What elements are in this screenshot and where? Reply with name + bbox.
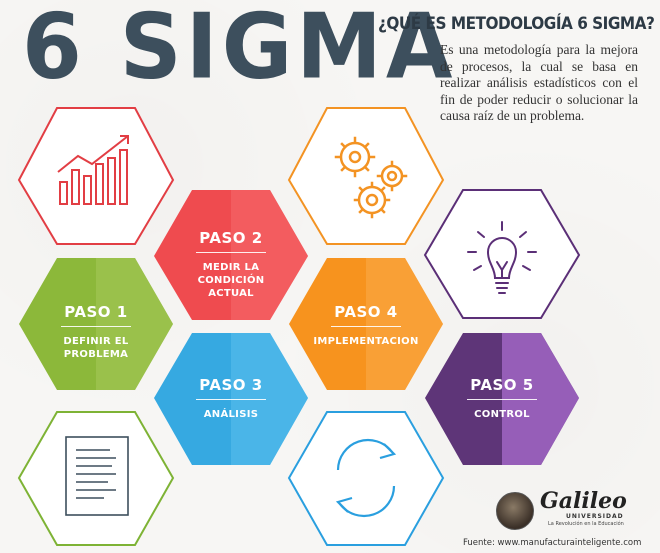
logo-name: Galileo bbox=[540, 488, 627, 514]
cycle-arrows-icon bbox=[335, 438, 397, 518]
step-3-divider bbox=[196, 399, 266, 400]
step-2-number: PASO 2 bbox=[199, 229, 263, 247]
source-credit: Fuente: www.manufacturainteligente.com bbox=[463, 538, 642, 548]
step-2: PASO 2 MEDIR LA CONDICIÓN ACTUAL bbox=[171, 229, 291, 300]
step-1-label: DEFINIR EL PROBLEMA bbox=[63, 336, 129, 360]
hex-outline-document bbox=[17, 411, 175, 546]
step-5-number: PASO 5 bbox=[470, 376, 534, 394]
lightbulb-icon bbox=[467, 221, 537, 294]
step-4: PASO 4 IMPLEMENTACION bbox=[311, 303, 421, 348]
description-text: Es una metodología para la mejora de pro… bbox=[440, 42, 638, 123]
hex-outline-cycle bbox=[287, 411, 445, 546]
step-1-number: PASO 1 bbox=[64, 303, 128, 321]
gears-icon bbox=[334, 136, 408, 219]
hex-outline-lightbulb bbox=[423, 189, 581, 319]
galileo-logo: Galileo UNIVERSIDAD La Revolución en la … bbox=[496, 488, 636, 532]
document-icon bbox=[65, 436, 129, 516]
question-heading: ¿QUÉ ES METODOLOGÍA 6 SIGMA? bbox=[378, 14, 655, 34]
step-4-label: IMPLEMENTACION bbox=[313, 336, 419, 347]
chart-growth-icon bbox=[57, 135, 129, 205]
step-1: PASO 1 DEFINIR EL PROBLEMA bbox=[46, 303, 146, 361]
step-hex-2 bbox=[154, 190, 308, 320]
step-1-divider bbox=[61, 326, 131, 327]
step-2-label: MEDIR LA CONDICIÓN ACTUAL bbox=[197, 262, 265, 299]
hex-outline-chart bbox=[17, 107, 175, 245]
step-hex-4 bbox=[289, 258, 443, 390]
step-4-divider bbox=[331, 326, 401, 327]
step-hex-1 bbox=[19, 258, 173, 390]
logo-portrait-icon bbox=[496, 492, 534, 530]
step-4-number: PASO 4 bbox=[334, 303, 398, 321]
step-2-divider bbox=[196, 252, 266, 253]
step-5: PASO 5 CONTROL bbox=[452, 376, 552, 421]
page-title: 6 SIGMA bbox=[22, 0, 457, 100]
step-3-label: ANÁLISIS bbox=[203, 409, 259, 420]
logo-tagline: La Revolución en la Educación bbox=[548, 521, 624, 527]
logo-subtitle: UNIVERSIDAD bbox=[566, 513, 624, 520]
step-3-number: PASO 3 bbox=[199, 376, 263, 394]
step-3: PASO 3 ANÁLISIS bbox=[181, 376, 281, 421]
hex-outline-gears bbox=[287, 107, 445, 245]
step-5-label: CONTROL bbox=[474, 409, 530, 420]
step-5-divider bbox=[467, 399, 537, 400]
